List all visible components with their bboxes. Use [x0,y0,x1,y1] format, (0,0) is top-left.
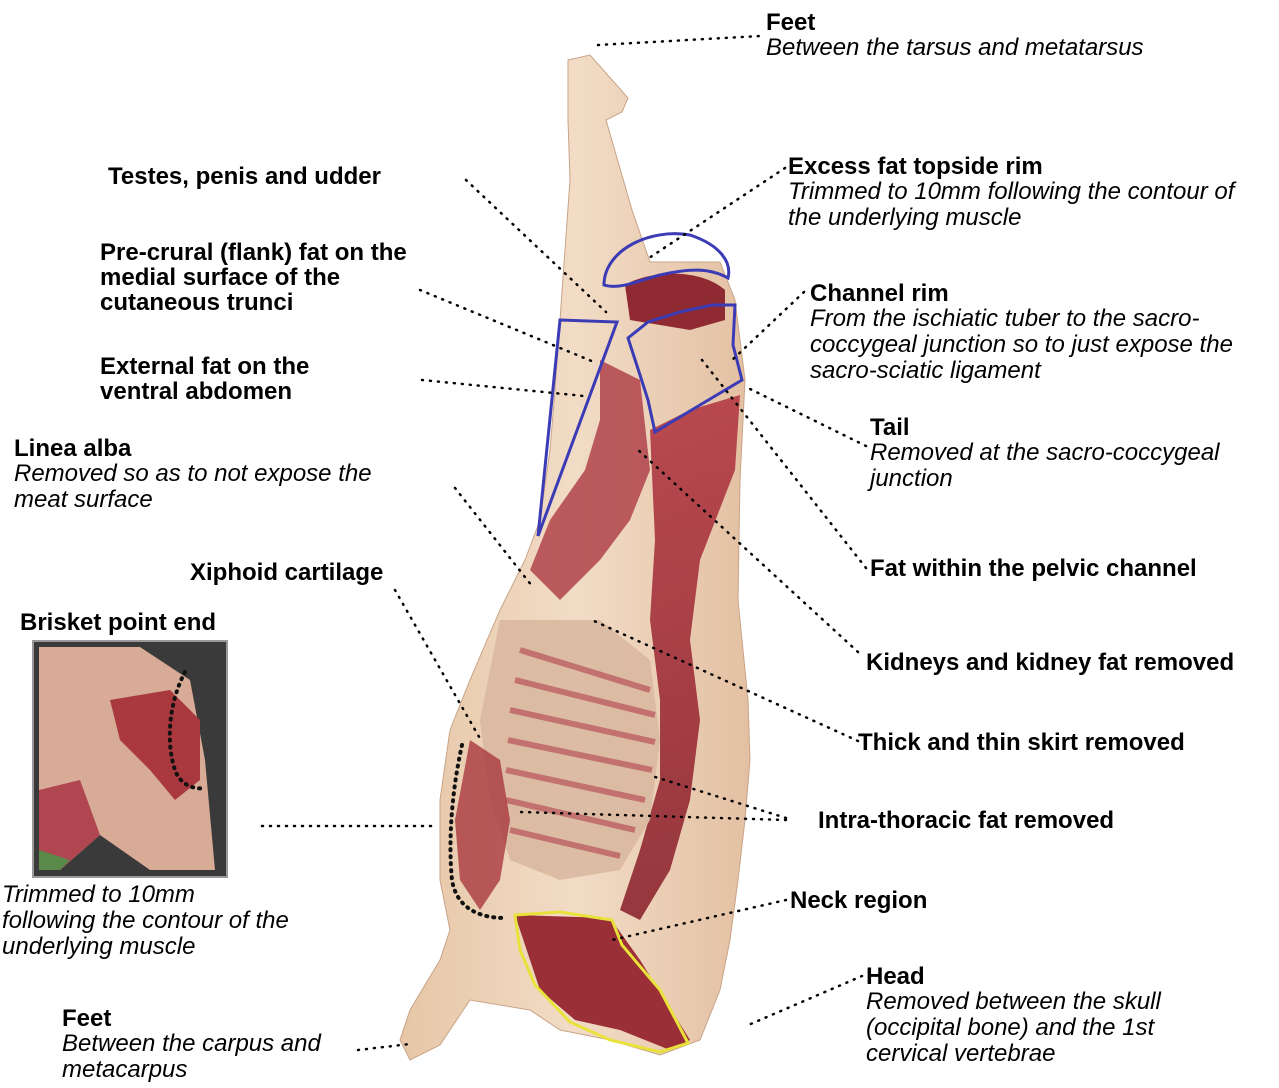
label-linea-alba: Linea alba Removed so as to not expose t… [14,436,424,513]
label-tail-desc: Removed at the sacro-coccygeal junction [870,440,1270,492]
label-excess-fat-title: Excess fat topside rim [788,154,1268,179]
label-tail-title: Tail [870,415,1270,440]
label-pelvic-fat-title: Fat within the pelvic channel [870,556,1197,581]
label-head-title: Head [866,964,1226,989]
label-testes: Testes, penis and udder [108,164,381,189]
label-channel-rim: Channel rim From the ischiatic tuber to … [810,281,1250,384]
label-channel-rim-desc: From the ischiatic tuber to the sacro-co… [810,306,1250,384]
label-intra-thoracic-title: Intra-thoracic fat removed [818,808,1114,833]
label-feet-top-title: Feet [766,10,1144,35]
label-feet-bottom: Feet Between the carpus and metacarpus [62,1006,362,1083]
label-kidneys: Kidneys and kidney fat removed [866,650,1234,675]
label-external-fat-title: External fat on the ventral abdomen [100,354,350,404]
label-testes-title: Testes, penis and udder [108,164,381,189]
label-intra-thoracic: Intra-thoracic fat removed [818,808,1114,833]
label-precrural-title: Pre-crural (flank) fat on the medial sur… [100,240,425,315]
label-head: Head Removed between the skull (occipita… [866,964,1226,1067]
label-xiphoid: Xiphoid cartilage [190,560,383,585]
label-feet-top-desc: Between the tarsus and metatarsus [766,35,1144,61]
label-feet-bottom-desc: Between the carpus and metacarpus [62,1031,362,1083]
label-pelvic-fat: Fat within the pelvic channel [870,556,1197,581]
label-feet-top: Feet Between the tarsus and metatarsus [766,10,1144,61]
label-skirt-title: Thick and thin skirt removed [858,730,1185,755]
label-tail: Tail Removed at the sacro-coccygeal junc… [870,415,1270,492]
label-feet-bottom-title: Feet [62,1006,362,1031]
label-linea-alba-title: Linea alba [14,436,424,461]
label-linea-alba-desc: Removed so as to not expose the meat sur… [14,461,424,513]
label-neck-title: Neck region [790,888,927,913]
label-excess-fat-desc: Trimmed to 10mm following the contour of… [788,179,1268,231]
label-skirt: Thick and thin skirt removed [858,730,1185,755]
label-excess-fat: Excess fat topside rim Trimmed to 10mm f… [788,154,1268,231]
brisket-inset-image [33,641,227,877]
label-kidneys-title: Kidneys and kidney fat removed [866,650,1234,675]
label-precrural: Pre-crural (flank) fat on the medial sur… [100,240,425,315]
label-xiphoid-title: Xiphoid cartilage [190,560,383,585]
inset-title: Brisket point end [20,609,216,637]
label-external-fat: External fat on the ventral abdomen [100,354,350,404]
label-head-desc: Removed between the skull (occipital bon… [866,989,1226,1067]
label-channel-rim-title: Channel rim [810,281,1250,306]
inset-note: Trimmed to 10mm following the contour of… [2,882,292,960]
label-neck: Neck region [790,888,927,913]
